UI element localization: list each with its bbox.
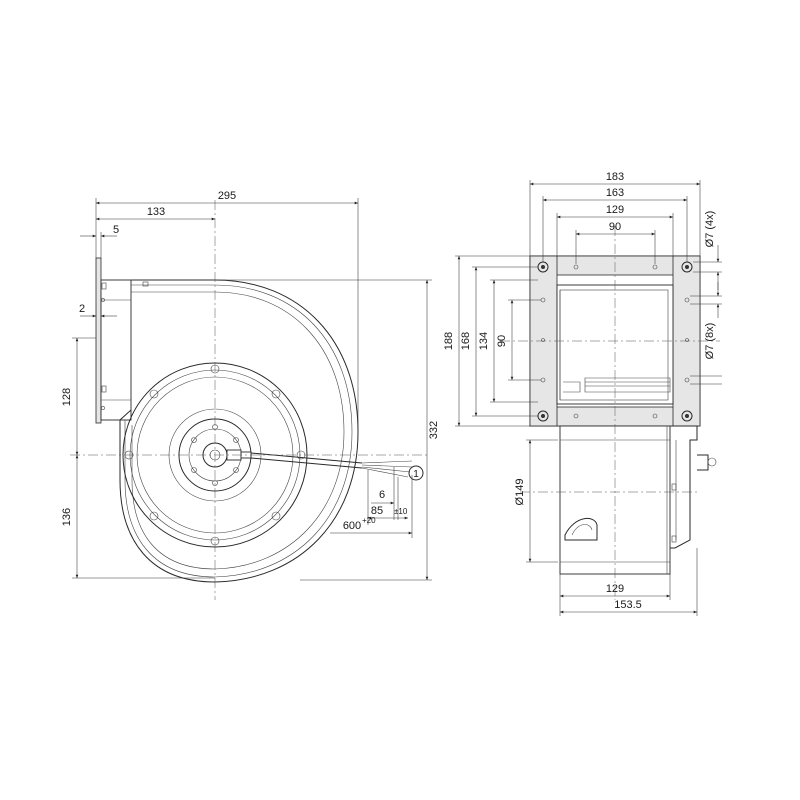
callout-circle [408, 465, 424, 481]
dim-188: 188 [443, 332, 455, 350]
mounting-plate [95, 257, 102, 424]
dim-rotor-dia: Ø149 [514, 479, 526, 506]
dim-hole-8x: Ø7 (8x) [704, 323, 716, 360]
dim-hole-4x: Ø7 (4x) [704, 211, 716, 248]
dim-90-top: 90 [609, 221, 621, 233]
dim-129-top: 129 [606, 204, 624, 216]
dim-6: 6 [379, 489, 385, 501]
callout-label: 1 [413, 469, 419, 480]
dim-133: 133 [147, 206, 165, 218]
dim-600: 600 [343, 520, 361, 532]
cable [250, 452, 363, 469]
dim-332: 332 [428, 421, 440, 439]
scroll-housing [119, 279, 359, 583]
dim-128: 128 [61, 388, 73, 406]
dim-136: 136 [61, 508, 73, 526]
flange-holes [540, 264, 690, 419]
dim-168: 168 [460, 332, 472, 350]
dim-183: 183 [606, 171, 624, 183]
dim-163: 163 [606, 187, 624, 199]
dim-85: 85 [371, 505, 383, 517]
dim-2: 2 [79, 303, 85, 315]
side-view: 1 295 133 5 2 128 136 332 [61, 190, 440, 600]
dim-129-bottom: 129 [606, 583, 624, 595]
dim-153-5: 153.5 [614, 599, 642, 611]
front-view: 183 163 129 90 188 168 134 [443, 171, 722, 616]
dim-5: 5 [113, 224, 119, 236]
dim-90-vert: 90 [496, 335, 508, 347]
mounting-bracket [100, 279, 132, 421]
dim-600-tol: +20 [362, 516, 376, 525]
dim-134: 134 [478, 332, 490, 350]
dim-295: 295 [218, 190, 236, 202]
dim-85-tol: ±10 [394, 507, 408, 516]
